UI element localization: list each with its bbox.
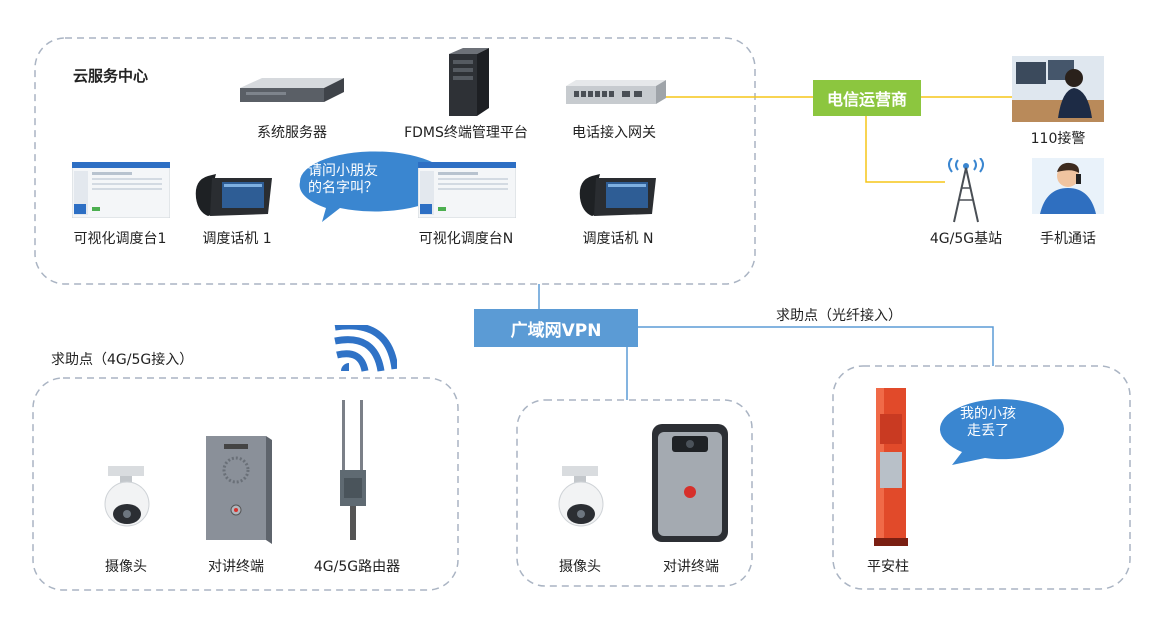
phone-1-label: 调度话机 1 <box>202 231 272 247</box>
phone-n-label: 调度话机 N <box>582 231 654 247</box>
cloud-center-border <box>34 37 756 285</box>
pillar-label: 平安柱 <box>867 559 909 575</box>
help-4g-title: 求助点（4G/5G接入） <box>51 352 194 368</box>
cloud-bubble-text: 请问小朋友 的名字叫？ <box>308 163 378 196</box>
base-station-label: 4G/5G基站 <box>929 231 1003 247</box>
desk-phone-icon <box>195 174 272 216</box>
help-mid-border <box>516 399 753 587</box>
cloud-bubble-shape <box>299 151 450 222</box>
carrier-to-basestation-line <box>865 116 945 183</box>
tower-server-icon <box>449 48 489 116</box>
system-server-label: 系统服务器 <box>257 125 327 141</box>
dome-camera-mid-icon <box>558 466 604 527</box>
server-rack-icon <box>240 78 344 102</box>
console-1-label: 可视化调度台1 <box>73 231 167 247</box>
help-4g-intercom-label: 对讲终端 <box>208 559 264 575</box>
gateway-device-icon <box>566 80 666 104</box>
help-4g-border <box>32 377 459 591</box>
dome-camera-icon <box>104 466 150 527</box>
intercom-panel-icon <box>206 436 272 544</box>
help-mid-intercom-label: 对讲终端 <box>663 559 719 575</box>
router-antenna-icon <box>340 400 366 540</box>
console-n-label: 可视化调度台N <box>418 231 514 247</box>
help-4g-camera-label: 摄像头 <box>105 559 147 575</box>
fiber-access-label: 求助点（光纤接入） <box>776 308 902 324</box>
console-screen-icon <box>72 162 170 218</box>
fiber-bubble-shape <box>939 399 1064 465</box>
phone-gateway-label: 电话接入网关 <box>572 125 656 141</box>
vpn-to-fiber-line <box>637 326 994 366</box>
video-intercom-icon <box>652 424 728 542</box>
safety-pillar-icon <box>874 388 908 546</box>
help-fiber-border <box>832 365 1131 590</box>
help-4g-router-label: 4G/5G路由器 <box>313 559 401 575</box>
police-operator-icon <box>1012 56 1104 122</box>
base-station-tower-icon <box>948 158 984 223</box>
help-mid-camera-label: 摄像头 <box>559 559 601 575</box>
mobile-caller-icon <box>1032 158 1104 214</box>
mobile-call-label: 手机通话 <box>1040 231 1096 247</box>
wan-vpn-box: 广域网VPN <box>474 309 638 347</box>
desk-phone-n-icon <box>579 174 656 216</box>
fdms-platform-label: FDMS终端管理平台 <box>404 125 528 141</box>
wifi-signal-icon <box>334 325 397 372</box>
cloud-center-title: 云服务中心 <box>73 67 149 85</box>
police-label: 110接警 <box>1030 131 1086 147</box>
console-screen-n-icon <box>418 162 516 218</box>
carrier-box: 电信运营商 <box>813 80 921 116</box>
fiber-bubble-text: 我的小孩 走丢了 <box>960 406 1016 439</box>
